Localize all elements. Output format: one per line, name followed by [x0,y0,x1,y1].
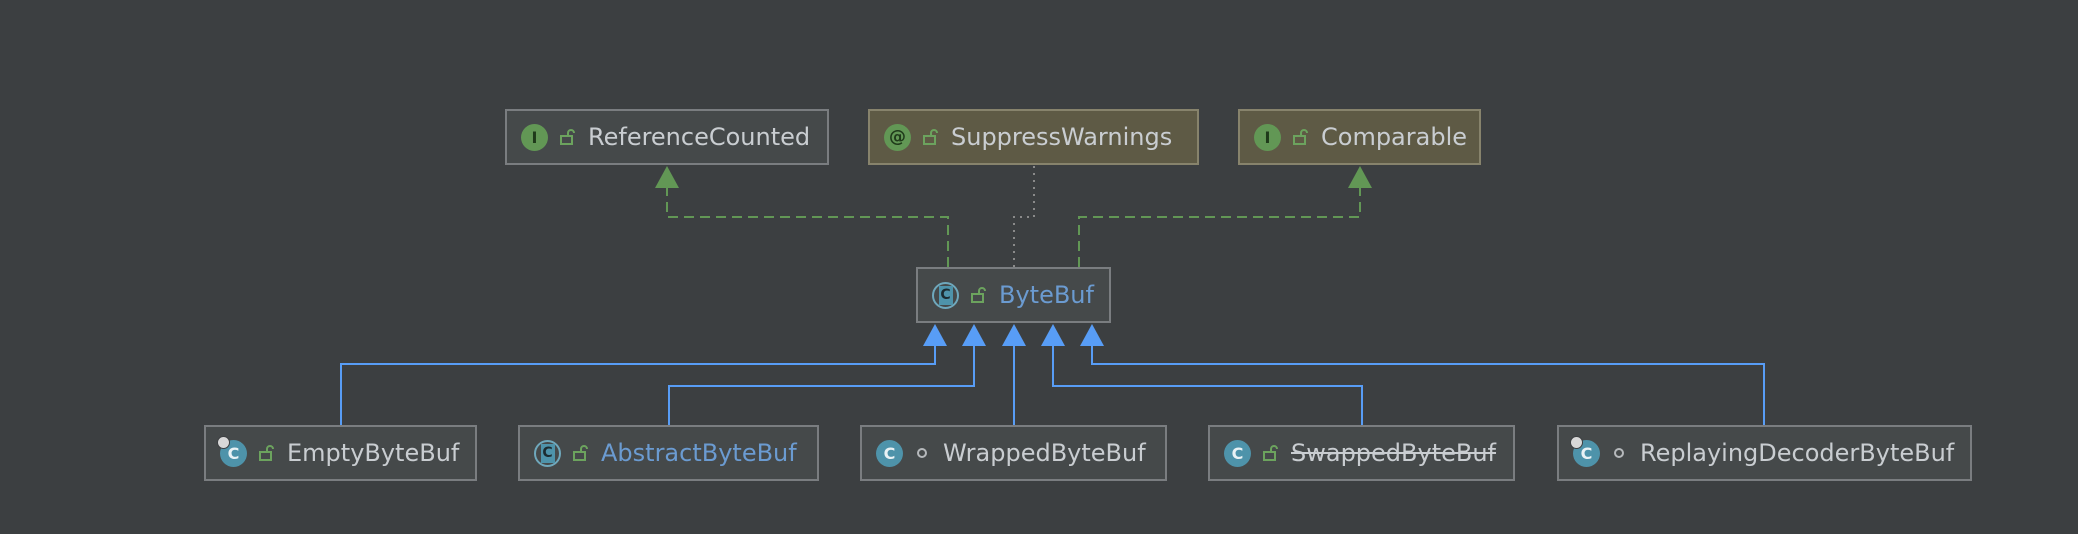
edge-replayingdecoderbytebuf-bytebuf [1091,345,1765,425]
node-label: SwappedByteBuf [1291,439,1497,467]
edge-bytebuf-comparable [1078,187,1361,267]
final-badge-icon [1570,435,1583,449]
abstract-class-icon: C [534,439,561,467]
edge-bytebuf-suppresswarnings [1013,166,1035,267]
node-swappedbytebuf[interactable]: C SwappedByteBuf [1208,425,1515,481]
public-lock-icon [571,445,589,461]
extends-arrowhead [1080,324,1104,346]
implements-arrowhead [1348,166,1372,188]
node-label: AbstractByteBuf [601,439,797,467]
package-dot-icon [913,448,931,458]
node-label: ReplayingDecoderByteBuf [1640,439,1955,467]
extends-arrowhead [923,324,947,346]
node-replayingdecoderbytebuf[interactable]: C ReplayingDecoderByteBuf [1557,425,1972,481]
public-lock-icon [969,287,987,303]
interface-icon: I [1254,123,1281,151]
interface-icon: I [521,123,548,151]
annotation-icon: @ [884,123,911,151]
extends-arrowhead [1002,324,1026,346]
public-lock-icon [921,129,939,145]
node-label: ByteBuf [999,281,1094,309]
abstract-class-icon: C [932,281,959,309]
node-label: SuppressWarnings [951,123,1173,151]
final-badge-icon [217,435,230,449]
extends-arrowhead [1041,324,1065,346]
edge-abstractbytebuf-bytebuf [668,345,975,425]
node-label: EmptyByteBuf [287,439,460,467]
node-wrappedbytebuf[interactable]: C WrappedByteBuf [860,425,1167,481]
node-referencecounted[interactable]: I ReferenceCounted [505,109,829,165]
public-lock-icon [558,129,576,145]
edge-emptybytebuf-bytebuf [340,345,936,425]
class-icon: C [1570,435,1600,467]
public-lock-icon [1261,445,1279,461]
node-label: WrappedByteBuf [943,439,1146,467]
class-icon: C [217,435,247,467]
edge-bytebuf-referencecounted [666,187,949,267]
node-comparable[interactable]: I Comparable [1238,109,1481,165]
node-label: ReferenceCounted [588,123,811,151]
node-label: Comparable [1321,123,1468,151]
public-lock-icon [257,445,275,461]
node-emptybytebuf[interactable]: C EmptyByteBuf [204,425,477,481]
class-icon: C [876,439,903,467]
class-icon: C [1224,439,1251,467]
public-lock-icon [1291,129,1309,145]
edge-swappedbytebuf-bytebuf [1052,345,1363,425]
implements-arrowhead [655,166,679,188]
node-suppresswarnings[interactable]: @ SuppressWarnings [868,109,1199,165]
extends-arrowhead [962,324,986,346]
node-abstractbytebuf[interactable]: C AbstractByteBuf [518,425,819,481]
node-bytebuf[interactable]: C ByteBuf [916,267,1111,323]
package-dot-icon [1610,448,1628,458]
